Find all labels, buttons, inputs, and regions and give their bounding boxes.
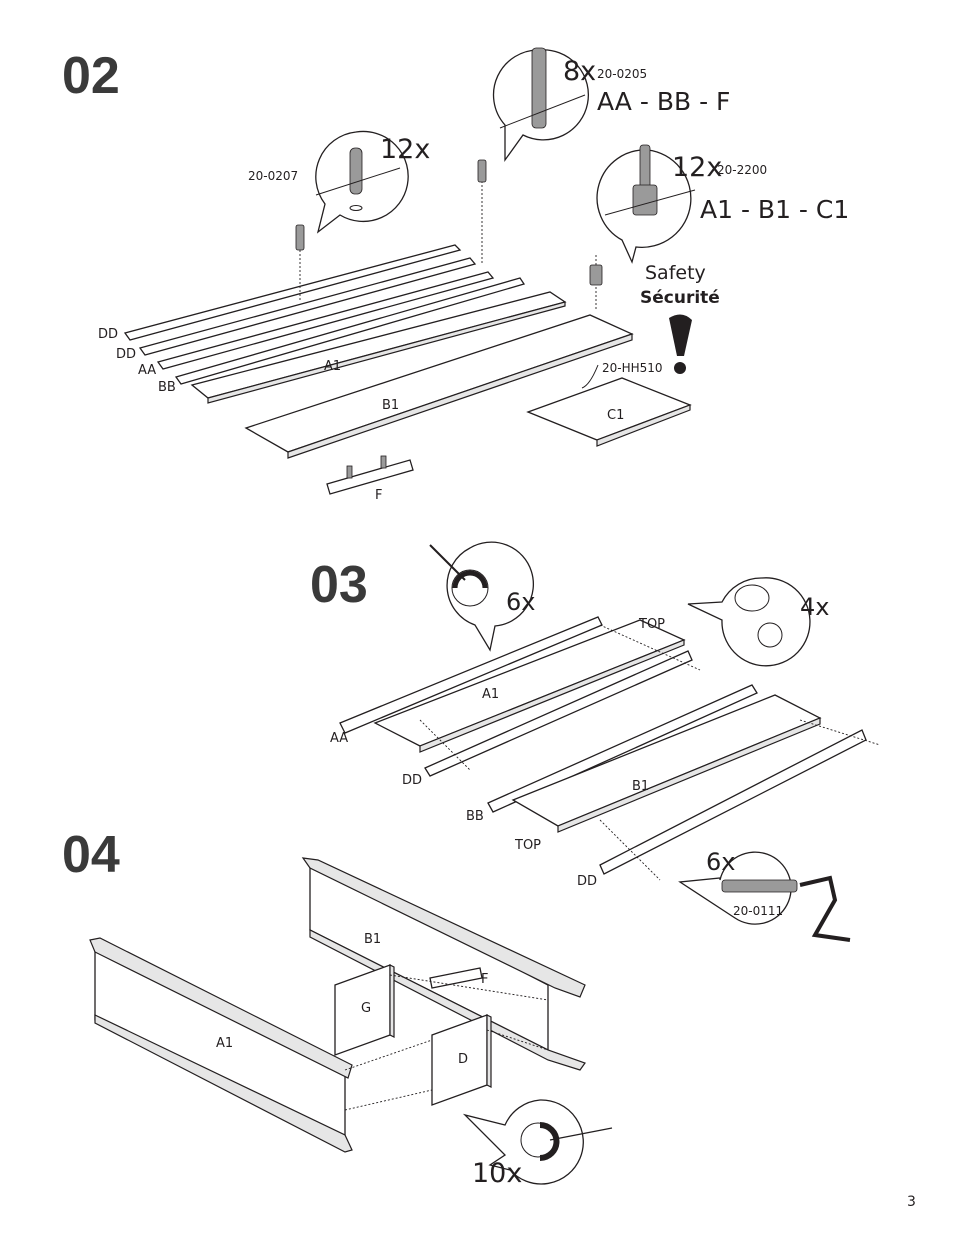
part-label-bb: BB [466, 809, 484, 824]
step-03-number: 03 [310, 556, 368, 614]
hanger-hardware-icon [581, 364, 599, 389]
part-label-c1: C1 [607, 408, 624, 423]
panel-d [431, 1014, 492, 1106]
callout-qty: 8x [563, 56, 596, 87]
part-label-dd: DD [98, 327, 118, 342]
parts-list: A1 - B1 - C1 [700, 195, 849, 224]
cam-lock-icon [589, 264, 603, 286]
part-label-aa: AA [330, 731, 348, 746]
allen-wrench-icon [799, 875, 851, 942]
callout-qty: 6x [506, 588, 535, 616]
part-code: 20-0205 [597, 67, 647, 81]
callout-qty: 4x [800, 593, 829, 621]
part-label-aa: AA [138, 363, 156, 378]
panel-c1 [526, 377, 692, 447]
cam-lock-final-callout-bubble [462, 1099, 613, 1185]
cam-tighten-callout-bubble [429, 541, 534, 652]
part-code: 20-0207 [248, 169, 298, 183]
cam-lock-callout-bubble [596, 144, 696, 264]
part-label-b1: B1 [364, 932, 381, 947]
step-02-number: 02 [62, 47, 120, 105]
part-label-dd: DD [402, 773, 422, 788]
panel-a1-step-04 [89, 937, 353, 1153]
part-label-f: F [375, 488, 382, 503]
part-label-a1: A1 [216, 1036, 233, 1051]
part-label-g: G [361, 1001, 371, 1016]
part-label-top: TOP [638, 617, 665, 632]
part-label-f: F [481, 972, 488, 987]
panel-b1-step-04 [301, 857, 586, 1071]
dowel-icon [295, 224, 305, 251]
callout-qty: 12x [380, 134, 430, 165]
screw-icon [721, 879, 798, 893]
step-02-rails [123, 159, 603, 385]
callout-qty: 12x [672, 152, 722, 183]
panel-b1-step-03 [487, 684, 881, 881]
callout-qty: 10x [472, 1158, 522, 1189]
cam-lock-icon [639, 144, 651, 191]
parts-list: AA - BB - F [597, 87, 730, 116]
part-label-dd: DD [577, 874, 597, 889]
dowel-icon [349, 147, 363, 195]
cam-bolt-callout-bubble [492, 47, 589, 163]
part-label-b1: B1 [632, 779, 649, 794]
panel-b1-step-02 [244, 314, 634, 459]
cam-bolt-icon [531, 47, 547, 129]
part-label-dd: DD [116, 347, 136, 362]
part-code: 20-2200 [717, 163, 767, 177]
part-label-bb: BB [158, 380, 176, 395]
step-04-number: 04 [62, 826, 120, 884]
part-label-d: D [458, 1052, 468, 1067]
hardware-code: 20-HH510 [602, 361, 663, 375]
warning-exclamation-icon [669, 314, 692, 374]
screw-callout-bubble [678, 851, 851, 942]
cam-bolt-icon [477, 159, 487, 183]
dowel-callout-bubble [315, 130, 409, 234]
safety-title: Safety [645, 262, 706, 284]
panel-a1-step-02 [190, 291, 567, 404]
safety-subtitle: Sécurité [640, 288, 720, 308]
part-label-a1: A1 [482, 687, 499, 702]
part-code: 20-0111 [733, 904, 783, 918]
cam-top-callout-bubble [687, 577, 811, 667]
part-label-b1: B1 [382, 398, 399, 413]
part-label-top: TOP [514, 838, 541, 853]
callout-qty: 6x [706, 848, 735, 876]
panel-g [334, 964, 395, 1056]
part-f-step-02 [326, 455, 414, 495]
page-number: 3 [907, 1194, 916, 1210]
part-label-a1: A1 [324, 359, 341, 374]
panel-a1-step-03 [339, 616, 701, 777]
